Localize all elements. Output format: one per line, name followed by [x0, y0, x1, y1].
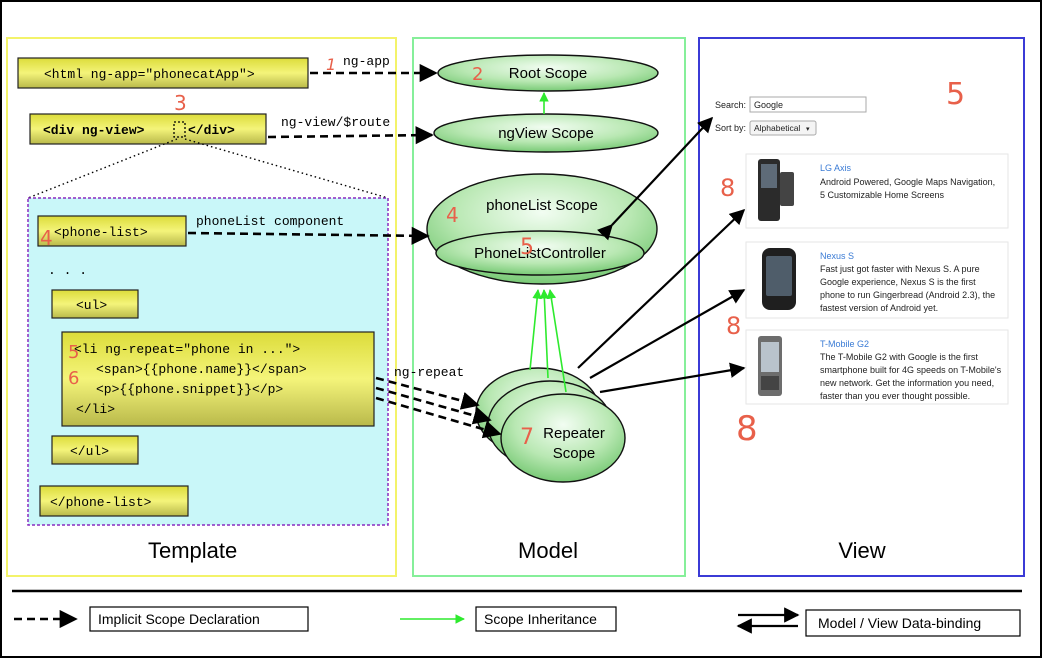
inherit-arrow-repeater-2	[539, 289, 550, 379]
binding-arrow-controller-search	[596, 116, 714, 241]
repeater-label-1: Repeater	[543, 425, 605, 442]
t-mobile-g2-line-3: new network. Get the information you nee…	[820, 378, 994, 388]
annotation-2: 2	[472, 64, 483, 85]
ng-app-label: ng-app	[343, 54, 390, 69]
annotation-5-li: 5	[68, 342, 79, 363]
annotation-8-nexus-s: 8	[726, 312, 741, 340]
legend-implicit-label: Implicit Scope Declaration	[98, 611, 260, 627]
annotation-3: 3	[174, 91, 187, 115]
binding-arrow-lg-axis	[577, 208, 746, 369]
annotation-8-lg-axis: 8	[720, 174, 735, 202]
lg-axis-name[interactable]: LG Axis	[820, 163, 852, 173]
inherit-arrow-repeater-1	[529, 289, 542, 371]
ul-close-text: </ul>	[70, 444, 109, 459]
ngview-scope-label: ngView Scope	[498, 125, 594, 142]
root-scope-ellipse	[437, 54, 659, 92]
controller-label: PhoneListController	[474, 245, 606, 262]
lg-axis-line-1: Android Powered, Google Maps Navigation,	[820, 177, 995, 187]
ul-open-text: <ul>	[76, 298, 107, 313]
annotation-5-view: 5	[946, 77, 965, 112]
annotation-6: 6	[68, 368, 79, 389]
legend-inheritance-box	[475, 606, 617, 632]
lg-axis-phone-image	[758, 159, 794, 221]
legend-implicit-box	[89, 606, 309, 632]
phonelist-component-arrow	[187, 226, 430, 245]
annotation-4-phone-list: 4	[40, 226, 53, 250]
model-panel	[412, 37, 686, 577]
nexus-s-line-2: Google experience, Nexus S is the first	[820, 277, 976, 287]
legend-inheritance-label: Scope Inheritance	[484, 611, 597, 627]
annotation-5-controller: 5	[520, 235, 534, 260]
template-ellipsis: . . .	[48, 263, 87, 278]
sort-label: Sort by:	[715, 123, 746, 133]
li-line-1: <li ng-repeat="phone in ...">	[74, 342, 300, 357]
li-line-2: <span>{{phone.name}}</span>	[96, 362, 307, 377]
ng-view-slot-marker	[173, 121, 186, 138]
li-repeat-box	[61, 331, 375, 427]
search-input[interactable]	[749, 96, 867, 113]
ng-view-arrow	[267, 126, 434, 145]
ng-repeat-arrow-3	[375, 396, 502, 439]
view-panel	[698, 37, 1025, 577]
inherit-arrow-repeater-3	[546, 289, 567, 393]
binding-arrow-nexus-s	[589, 289, 746, 379]
annotation-1: 1	[326, 55, 336, 74]
annotation-8-t-mobile-g2: 8	[736, 409, 758, 449]
phone-list-open-text: <phone-list>	[54, 225, 148, 240]
nexus-s-phone-image	[762, 248, 796, 310]
ul-close-box	[51, 435, 139, 465]
phone-list-open-box	[37, 215, 187, 247]
zoom-line-right	[184, 138, 389, 199]
t-mobile-g2-name[interactable]: T-Mobile G2	[820, 339, 869, 349]
binding-arrow-t-mobile-g2	[599, 362, 746, 394]
sort-select[interactable]	[749, 120, 817, 136]
controller-ellipse	[435, 230, 645, 276]
t-mobile-g2-line-2: smartphone built for 4G speeds on T-Mobi…	[820, 365, 1002, 375]
phone-list-close-text: </phone-list>	[50, 495, 152, 510]
nexus-s-line-4: fastest version of Android yet.	[820, 303, 938, 313]
ng-view-tag-box	[29, 113, 267, 145]
search-input-value: Google	[754, 100, 783, 110]
phone-list-close-box	[39, 485, 189, 517]
ng-repeat-label: ng-repeat	[394, 365, 464, 380]
t-mobile-g2-line-4: faster than you ever thought possible.	[820, 391, 970, 401]
nexus-s-name[interactable]: Nexus S	[820, 251, 854, 261]
template-panel	[6, 37, 397, 577]
zoom-line-left	[27, 138, 178, 199]
li-line-3: <p>{{phone.snippet}}</p>	[96, 382, 283, 397]
annotation-4-scope: 4	[446, 203, 459, 227]
ul-open-box	[51, 289, 139, 319]
view-title: View	[838, 538, 885, 563]
ng-view-label: ng-view/$route	[281, 115, 390, 130]
legend-binding-label: Model / View Data-binding	[818, 615, 981, 631]
phone-card-t-mobile-g2	[745, 329, 1009, 405]
nexus-s-line-3: phone to run Gingerbread (Android 2.3), …	[820, 290, 995, 300]
html-tag-text: <html ng-app="phonecatApp">	[44, 67, 255, 82]
li-line-4: </li>	[76, 402, 115, 417]
lg-axis-line-2: 5 Customizable Home Screens	[820, 190, 945, 200]
phonelist-component-label: phoneList component	[196, 214, 344, 229]
sort-select-value: Alphabetical	[754, 123, 800, 133]
model-title: Model	[518, 538, 578, 563]
phonelist-scope-label: phoneList Scope	[486, 197, 598, 214]
search-label: Search:	[715, 100, 746, 110]
t-mobile-g2-phone-image	[758, 336, 782, 396]
annotation-7: 7	[520, 425, 534, 450]
nexus-s-line-1: Fast just got faster with Nexus S. A pur…	[820, 264, 980, 274]
root-scope-label: Root Scope	[509, 65, 587, 82]
t-mobile-g2-line-1: The T-Mobile G2 with Google is the first	[820, 352, 978, 362]
legend-binding-box	[805, 609, 1021, 637]
ng-view-close-text: </div>	[188, 123, 235, 138]
repeater-label-2: Scope	[553, 445, 596, 462]
template-title: Template	[148, 538, 237, 563]
html-tag-box	[17, 57, 309, 89]
ng-repeat-arrow-1	[375, 376, 480, 410]
ng-repeat-arrow-2	[375, 386, 492, 425]
ng-view-open-text: <div ng-view>	[43, 123, 145, 138]
chevron-down-icon: ▾	[806, 126, 810, 133]
